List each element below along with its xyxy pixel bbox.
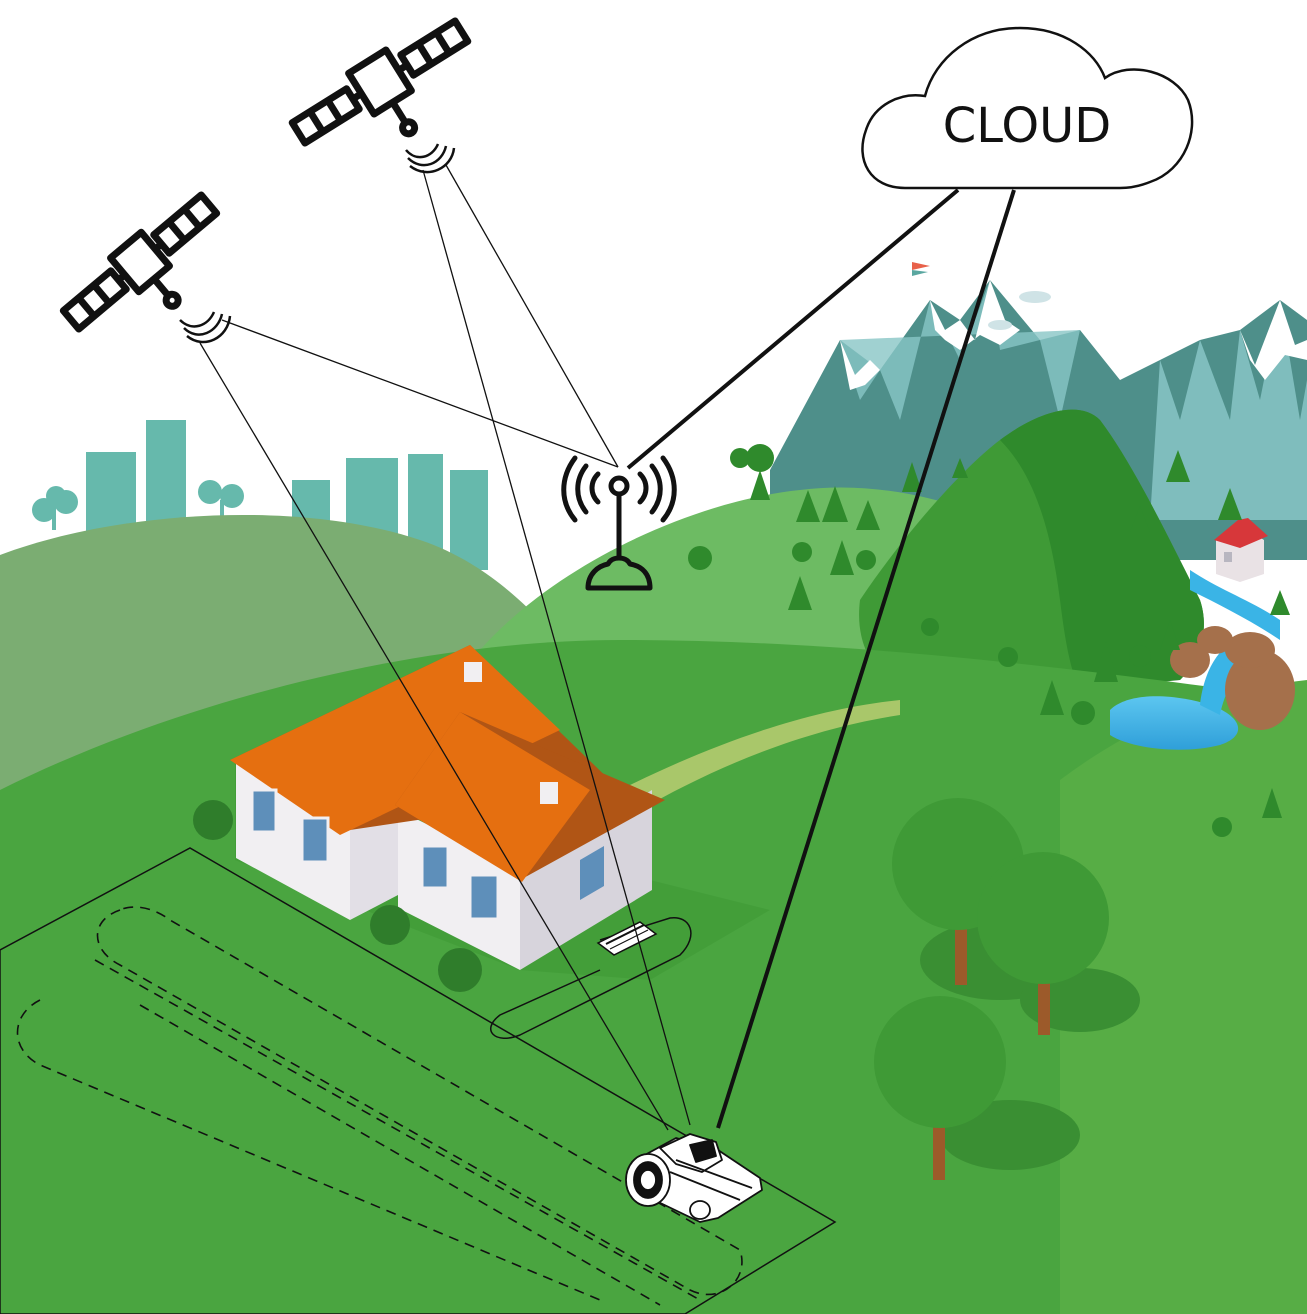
garden-path — [620, 700, 900, 810]
satellite-signal-waves — [179, 311, 232, 344]
mowing-zone — [0, 847, 837, 1314]
conifer-trees — [750, 450, 1290, 818]
distant-house — [1214, 518, 1268, 582]
robot-mower-icon — [625, 1133, 763, 1223]
rocks — [1170, 626, 1295, 730]
lawn-right-slope — [1060, 680, 1307, 1314]
rtk-base-station-icon — [561, 455, 677, 591]
satellite-icon — [288, 17, 472, 147]
boundary-wire-loop — [490, 917, 692, 1039]
signal-lines — [199, 164, 1016, 1131]
cloud-icon: CLOUD — [861, 26, 1194, 190]
large-trees — [874, 798, 1140, 1180]
mowing-path-dashed — [16, 906, 743, 1306]
satellite2-to-base-line — [445, 164, 619, 468]
cloud-label: CLOUD — [943, 98, 1111, 154]
small-sky-cloud — [988, 320, 1012, 330]
satellite-icon — [59, 191, 221, 333]
satellite1-to-base-line — [221, 319, 619, 468]
satellite2-to-mower-line — [422, 169, 691, 1126]
charging-station-icon — [596, 921, 658, 956]
mower-to-cloud-line — [716, 189, 1016, 1129]
flag-icon — [912, 262, 930, 276]
base-to-cloud-line — [626, 188, 960, 470]
satellite-signal-waves — [405, 143, 456, 174]
green-mountain — [859, 409, 1204, 690]
satellite1-to-mower-line — [199, 342, 669, 1131]
small-sky-cloud — [1019, 291, 1051, 303]
round-bushes — [688, 444, 1232, 837]
